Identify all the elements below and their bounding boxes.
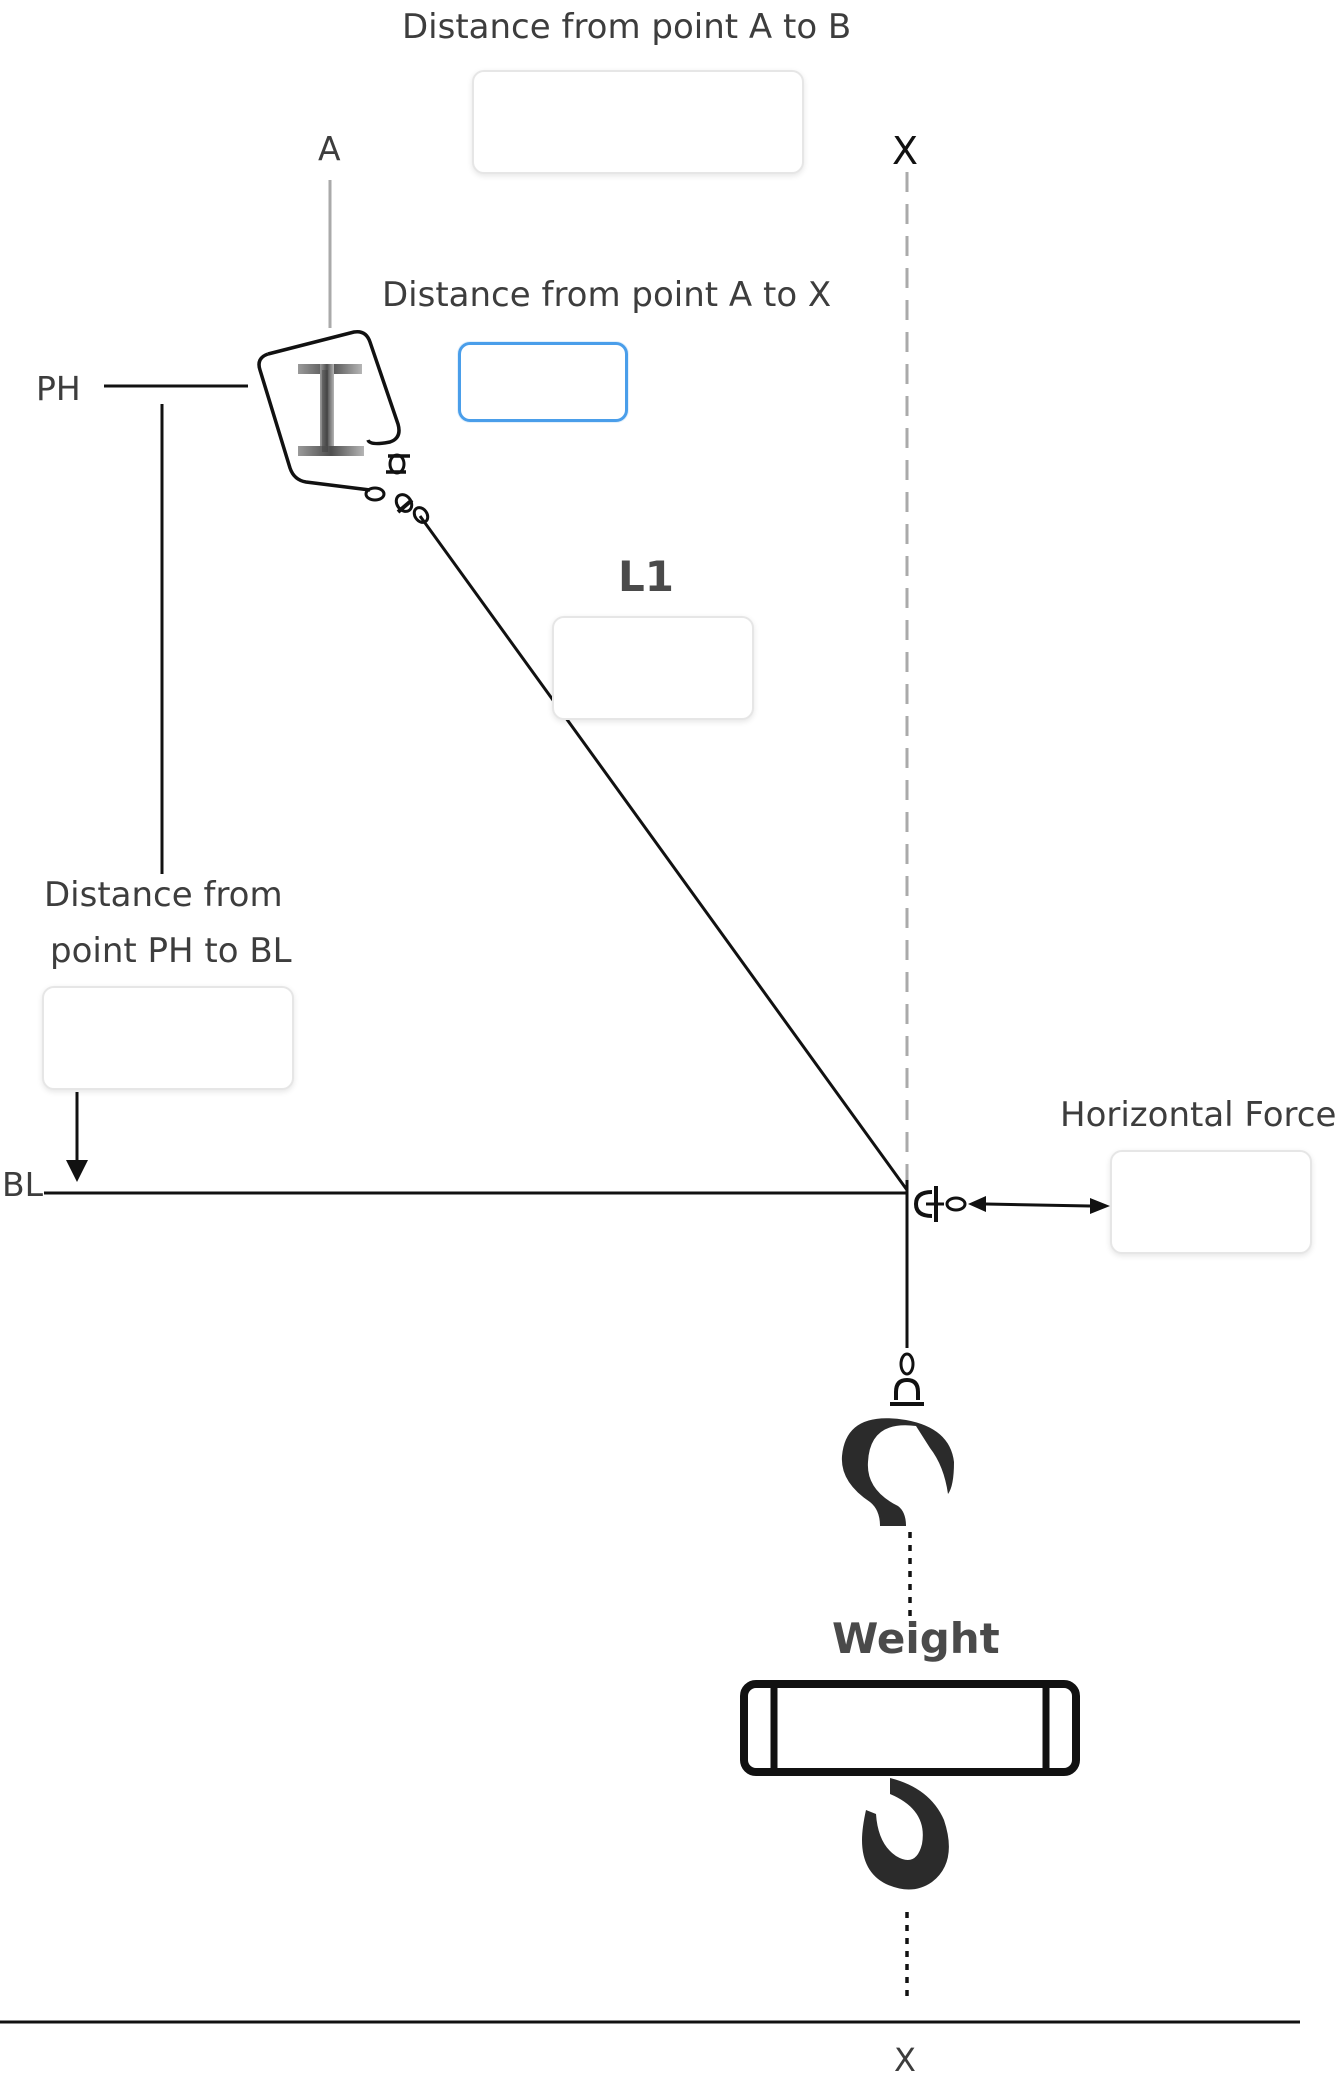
distance-a-b-label: Distance from point A to B xyxy=(402,7,852,47)
l1-sling-line xyxy=(418,515,909,1191)
ph-bl-arrow-head xyxy=(66,1160,88,1182)
l1-label: L1 xyxy=(618,552,674,601)
hook-shackle-icon xyxy=(890,1352,924,1406)
weight-label: Weight xyxy=(832,1614,1000,1663)
point-bl-label: BL xyxy=(2,1165,44,1204)
horizontal-force-arrow-head-left xyxy=(968,1196,986,1212)
distance-a-x-label: Distance from point A to X xyxy=(382,275,832,315)
point-ph-label: PH xyxy=(36,369,81,408)
weight-input[interactable] xyxy=(782,1692,1038,1764)
point-x-bottom-label: X xyxy=(894,2041,916,2079)
point-x-top-label: X xyxy=(892,129,919,173)
junction-shackle-icon xyxy=(913,1186,967,1222)
l1-input[interactable] xyxy=(552,616,754,720)
horizontal-force-arrow-line xyxy=(985,1202,1091,1208)
shackle-icon xyxy=(386,453,410,475)
horizontal-force-arrow-head-right xyxy=(1090,1198,1110,1214)
distance-a-x-input[interactable] xyxy=(458,342,628,422)
shackle-link-icon xyxy=(364,486,430,524)
horizontal-force-label: Horizontal Force xyxy=(1060,1095,1337,1135)
lower-hook-icon xyxy=(862,1778,949,1890)
point-a-label: A xyxy=(318,129,341,168)
distance-ph-bl-input[interactable] xyxy=(42,986,294,1090)
horizontal-force-input[interactable] xyxy=(1110,1150,1312,1254)
distance-a-b-input[interactable] xyxy=(472,70,804,174)
beam-clamp-icon xyxy=(257,329,401,492)
distance-ph-bl-label-line2: point PH to BL xyxy=(50,931,292,971)
distance-ph-bl-label-line1: Distance from xyxy=(44,875,283,915)
upper-hook-icon xyxy=(841,1418,954,1526)
